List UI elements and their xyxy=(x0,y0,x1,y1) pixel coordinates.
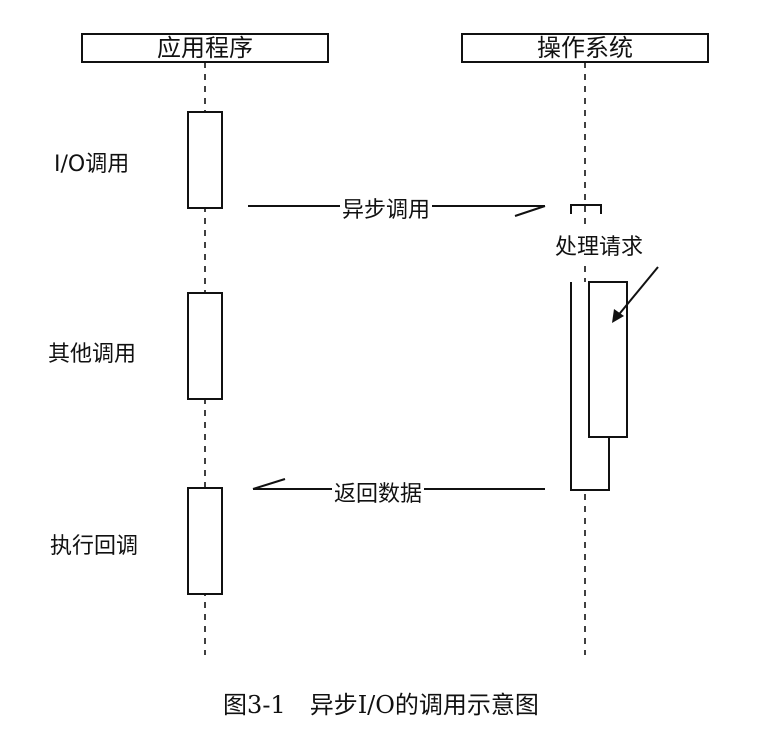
callback-label: 执行回调 xyxy=(50,534,139,559)
io-call-activation xyxy=(187,111,223,209)
os-bracket xyxy=(570,204,602,214)
os-actor-label: 操作系统 xyxy=(537,34,633,62)
app-actor-label: 应用程序 xyxy=(157,34,253,62)
process-request-activation xyxy=(588,281,628,438)
process-request-pointer-arrowhead xyxy=(612,309,624,323)
other-call-activation xyxy=(187,292,223,400)
return-data-arrowhead xyxy=(252,478,286,490)
async-call-arrowhead xyxy=(514,205,546,217)
other-call-label: 其他调用 xyxy=(48,342,137,367)
process-request-pointer xyxy=(615,266,659,319)
process-request-label: 处理请求 xyxy=(555,229,644,261)
async-call-label: 异步调用 xyxy=(340,192,433,224)
callback-activation xyxy=(187,487,223,595)
return-data-label: 返回数据 xyxy=(332,476,425,508)
figure-caption: 图3-1 异步I/O的调用示意图 xyxy=(223,691,539,719)
io-call-label: I/O调用 xyxy=(54,152,130,177)
